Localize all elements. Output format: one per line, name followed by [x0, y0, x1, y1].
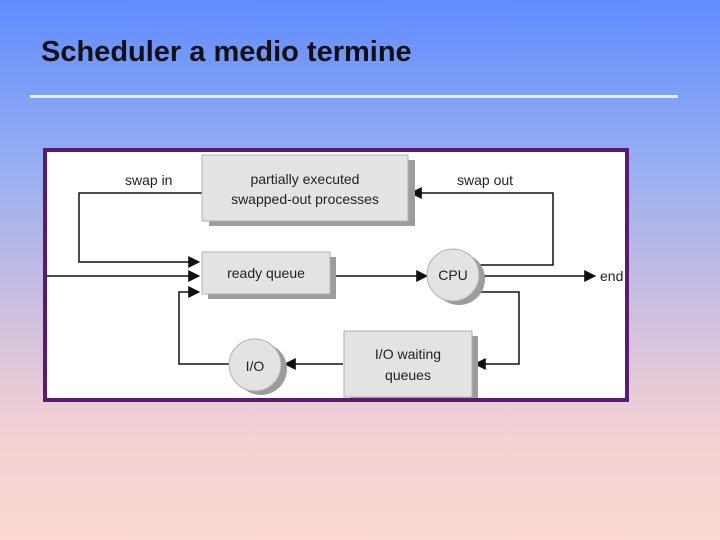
swap-in-arrow [78, 192, 202, 268]
io-waiting-queues-box: I/O waiting queues [343, 330, 478, 398]
swap-out-arrow [409, 187, 554, 266]
swap-in-label: swap in [125, 172, 172, 188]
title-divider [30, 95, 678, 98]
swapped-out-processes-box: partially executed swapped-out processes [201, 154, 415, 226]
diagram-canvas: partially executed swapped-out processes… [47, 154, 623, 398]
io-node: I/O [228, 338, 287, 395]
io-waiting-label-line1: I/O waiting [375, 346, 441, 362]
io-waiting-label-line2: queues [385, 367, 431, 383]
ready-queue-label: ready queue [227, 265, 305, 281]
swapped-out-label-line1: partially executed [251, 171, 360, 187]
io-label: I/O [246, 358, 265, 374]
swap-out-label: swap out [457, 172, 513, 188]
end-label: end [600, 268, 623, 284]
cpu-node: CPU [426, 248, 485, 305]
io-to-ready-arrow [178, 286, 229, 365]
cpu-to-io-waiting-arrow [473, 291, 520, 370]
ready-queue-box: ready queue [201, 251, 336, 299]
swapped-out-label-line2: swapped-out processes [231, 191, 379, 207]
slide-title: Scheduler a medio termine [41, 36, 412, 68]
scheduler-diagram: partially executed swapped-out processes… [43, 148, 629, 402]
cpu-label: CPU [438, 267, 468, 283]
diagram-connectors [47, 187, 597, 370]
